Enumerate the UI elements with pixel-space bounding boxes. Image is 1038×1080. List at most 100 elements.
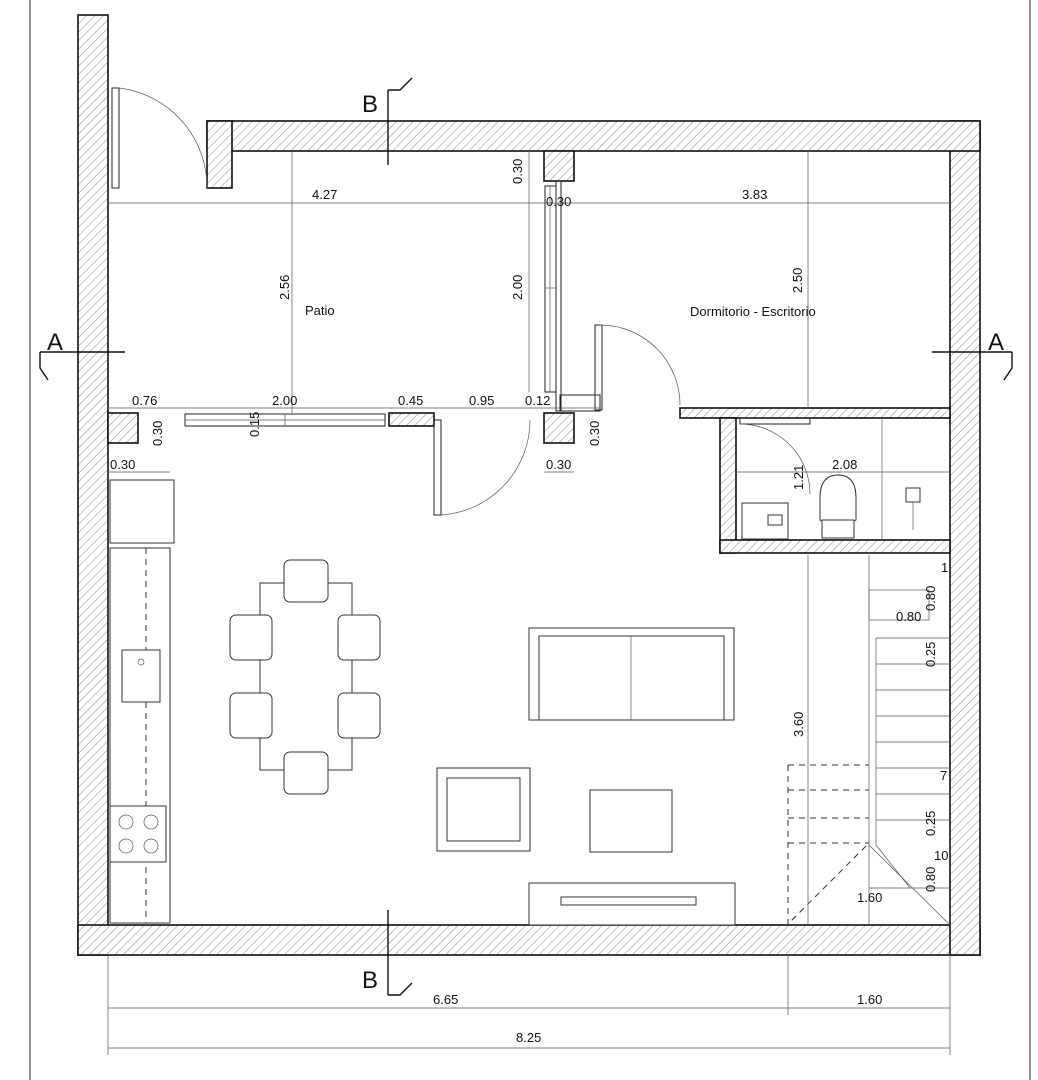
burner-1: [118, 814, 134, 830]
dim-total-right: 1.60: [857, 992, 882, 1007]
windows: [184, 185, 557, 427]
dim-stair-landing: 1.60: [857, 890, 882, 905]
wall-bedroom-south: [679, 407, 951, 419]
kitchen: [109, 479, 175, 924]
dim-patio-depth: 2.56: [277, 275, 292, 300]
stair-step-first: 1: [941, 560, 948, 575]
pier-right: [543, 412, 575, 444]
door-bath-swing: [739, 423, 811, 495]
dim-living-depth: 3.60: [791, 712, 806, 737]
dim-post-width: 0.30: [546, 457, 571, 472]
chair-left-2: [229, 692, 273, 739]
dim-stair-rise-1: 0.80: [923, 586, 938, 611]
bathroom-fixtures: [741, 418, 921, 540]
kitchen-counter: [109, 547, 171, 924]
burner-3: [118, 838, 134, 854]
stair-hidden-diagonal: [789, 845, 867, 923]
coffee-table: [589, 789, 673, 853]
pier-middle: [388, 412, 435, 427]
stair-winder-2: [875, 844, 911, 889]
chair-bottom: [283, 751, 329, 795]
dim-door-gap: 0.95: [469, 393, 494, 408]
section-cuts: [39, 77, 1013, 996]
dim-left-jamb: 0.76: [132, 393, 157, 408]
chair-right-1: [337, 614, 381, 661]
pier-left: [107, 412, 139, 444]
doors: [111, 87, 811, 516]
window-patio-bedroom: [544, 185, 557, 393]
door-bath-leaf: [739, 417, 811, 425]
dim-post-depth: 0.30: [587, 421, 602, 446]
tv: [560, 896, 697, 906]
sofa-seat: [538, 635, 725, 721]
stair-step-last: 10: [934, 848, 948, 863]
dim-stair-tread-2: 0.25: [923, 811, 938, 836]
dim-post: 0.12: [525, 393, 550, 408]
room-label-bedroom: Dormitorio - Escritorio: [690, 304, 816, 319]
toilet-tank: [821, 519, 855, 539]
dining-table: [259, 582, 353, 771]
section-mark-a-left: A: [47, 329, 63, 356]
dim-bath-depth: 1.21: [791, 465, 806, 490]
dim-opening: 2.00: [272, 393, 297, 408]
fridge: [109, 479, 175, 544]
section-mark-b-top: B: [362, 91, 378, 118]
dim-stair-rise-2: 0.80: [923, 867, 938, 892]
sink-drain: [137, 658, 145, 666]
dim-bath-width: 2.08: [832, 457, 857, 472]
door-exterior-leaf: [111, 87, 120, 189]
dim-window-height: 2.00: [510, 275, 525, 300]
cut-b-top-arrow: [388, 77, 413, 91]
section-mark-b-bottom: B: [362, 967, 378, 994]
room-label-patio: Patio: [305, 303, 335, 318]
dim-pillar-depth: 0.30: [150, 421, 165, 446]
door-patio-swing: [440, 419, 531, 516]
dim-total-left: 6.65: [433, 992, 458, 1007]
dim-stair-width: 0.80: [896, 609, 921, 624]
dim-patio-width: 4.27: [312, 187, 337, 202]
wall-bath-left: [719, 417, 737, 554]
burner-4: [143, 838, 159, 854]
wall-bottom: [77, 924, 981, 956]
stair-landing-top: [868, 589, 930, 621]
door-exterior-swing: [118, 87, 208, 189]
dim-pier: 0.45: [398, 393, 423, 408]
staircase: [787, 555, 951, 926]
wall-bath-bottom: [719, 539, 951, 554]
toilet: [819, 474, 857, 527]
door-patio-leaf: [433, 419, 442, 516]
dim-stair-tread-1: 0.25: [923, 642, 938, 667]
shower-drain: [905, 487, 921, 503]
wall-top-return: [206, 120, 233, 189]
labels: B B A A Patio Dormitorio - Escritorio 4.…: [47, 91, 1004, 1045]
column-top: [543, 150, 575, 182]
wall-bedroom-corner: [559, 394, 601, 412]
wall-right: [949, 120, 981, 956]
wall-door-jamb: [594, 324, 603, 411]
dim-window-sill: 0.15: [247, 412, 262, 437]
dim-top-jamb-2: 0.30: [546, 194, 571, 209]
washbasin-tap: [767, 514, 783, 526]
dim-pillar-width: 0.30: [110, 457, 135, 472]
burner-2: [143, 814, 159, 830]
dim-bedroom-depth: 2.50: [790, 268, 805, 293]
armchair-seat: [446, 777, 521, 842]
chair-left-1: [229, 614, 273, 661]
wall-left: [77, 14, 109, 956]
living-furniture: [436, 627, 736, 926]
wall-bedroom-west: [555, 180, 562, 412]
dim-top-jamb: 0.30: [510, 159, 525, 184]
cut-a-right-arrow: [1003, 352, 1013, 381]
dimension-lines: [107, 151, 951, 1055]
dining-set: [229, 559, 381, 795]
door-bedroom-swing: [599, 324, 681, 406]
cut-b-bottom-arrow: [388, 982, 413, 996]
chair-right-2: [337, 692, 381, 739]
chair-top: [283, 559, 329, 603]
section-mark-a-right: A: [988, 329, 1004, 356]
walls: [77, 14, 981, 956]
wall-top: [206, 120, 981, 152]
cooktop: [109, 805, 167, 863]
stair-winder-1: [868, 844, 951, 926]
